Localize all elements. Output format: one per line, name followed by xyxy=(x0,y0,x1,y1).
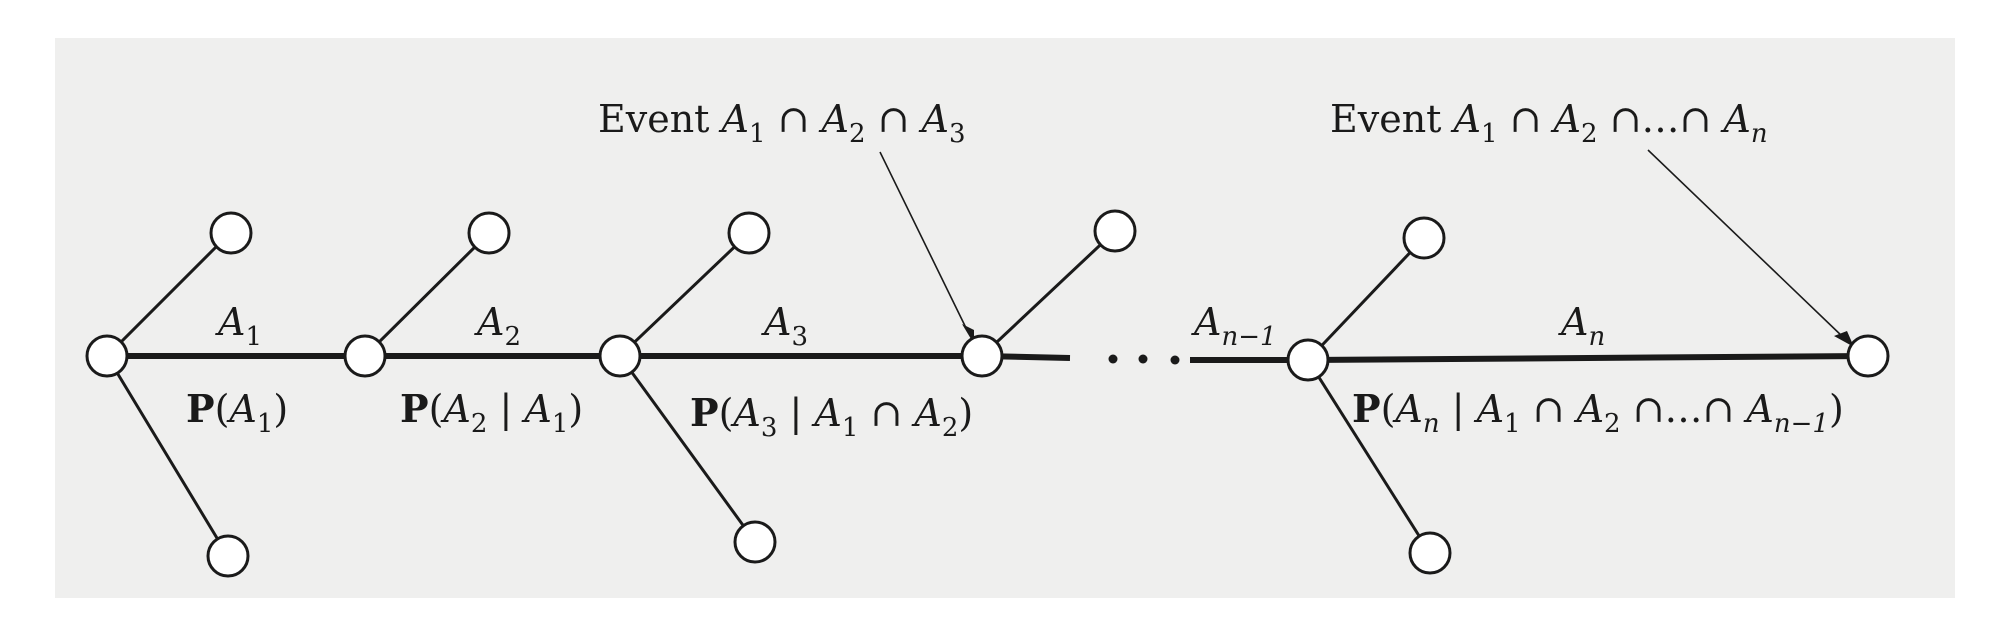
branch-edge xyxy=(105,355,228,554)
label-an-1: An−1 xyxy=(1191,300,1277,352)
branch-edge xyxy=(618,355,755,540)
branch-edge xyxy=(363,233,489,358)
leaf-node xyxy=(206,534,250,578)
arrow-event-n xyxy=(1647,149,1845,339)
stage-node-2 xyxy=(598,334,642,378)
branch-edge xyxy=(618,233,749,358)
leaf-node xyxy=(1402,216,1446,260)
ellipsis-dot xyxy=(1170,355,1180,365)
leaf-node xyxy=(733,520,777,564)
label-a1: A1 xyxy=(215,300,262,352)
leaf-node xyxy=(467,211,511,255)
label-an: An xyxy=(1558,300,1605,352)
branch-edge xyxy=(980,231,1115,358)
callout-event-a1-a2-a3: Event A1 ∩ A2 ∩ A3 xyxy=(598,97,966,149)
prob-an-given-all: P(An | A1 ∩ A2 ∩…∩ An−1) xyxy=(1352,386,1844,439)
segment-labels: A1 A2 A3 An−1 An xyxy=(215,300,1605,352)
nodes xyxy=(85,209,1890,578)
label-a2: A2 xyxy=(474,300,521,352)
main-segment-n xyxy=(1307,353,1869,363)
callout-labels: Event A1 ∩ A2 ∩ A3 Event A1 ∩ A2 ∩…∩ An xyxy=(598,97,1768,149)
arrowhead-event-n xyxy=(1834,331,1854,347)
branch-edge xyxy=(105,233,230,358)
final-node xyxy=(1846,334,1890,378)
leaf-node xyxy=(1408,531,1452,575)
leaf-node xyxy=(1093,209,1137,253)
prob-a1: P(A1) xyxy=(186,386,288,439)
leaf-node xyxy=(209,211,253,255)
ellipsis-dots xyxy=(1108,354,1180,365)
diagram-background xyxy=(55,38,1955,598)
leaf-node xyxy=(727,211,771,255)
arrow-event-3 xyxy=(879,151,969,333)
stage-node-1 xyxy=(343,334,387,378)
label-a3: A3 xyxy=(761,300,808,352)
ellipsis-dot xyxy=(1138,354,1148,364)
branch-edge xyxy=(1306,238,1424,362)
stage-node-n-1 xyxy=(1286,338,1330,382)
root-node xyxy=(85,334,129,378)
probability-labels: P(A1) P(A2 | A1) P(A3 | A1 ∩ A2) P(An | … xyxy=(186,386,1844,443)
prob-a3-given-a1-a2: P(A3 | A1 ∩ A2) xyxy=(690,390,973,443)
main-path xyxy=(107,353,1869,363)
callout-event-a1-to-an: Event A1 ∩ A2 ∩…∩ An xyxy=(1330,97,1768,149)
branches xyxy=(105,231,1430,554)
stage-node-3 xyxy=(960,334,1004,378)
prob-a2-given-a1: P(A2 | A1) xyxy=(400,386,583,439)
branch-edge xyxy=(1306,359,1430,551)
ellipsis-dot xyxy=(1108,354,1118,364)
